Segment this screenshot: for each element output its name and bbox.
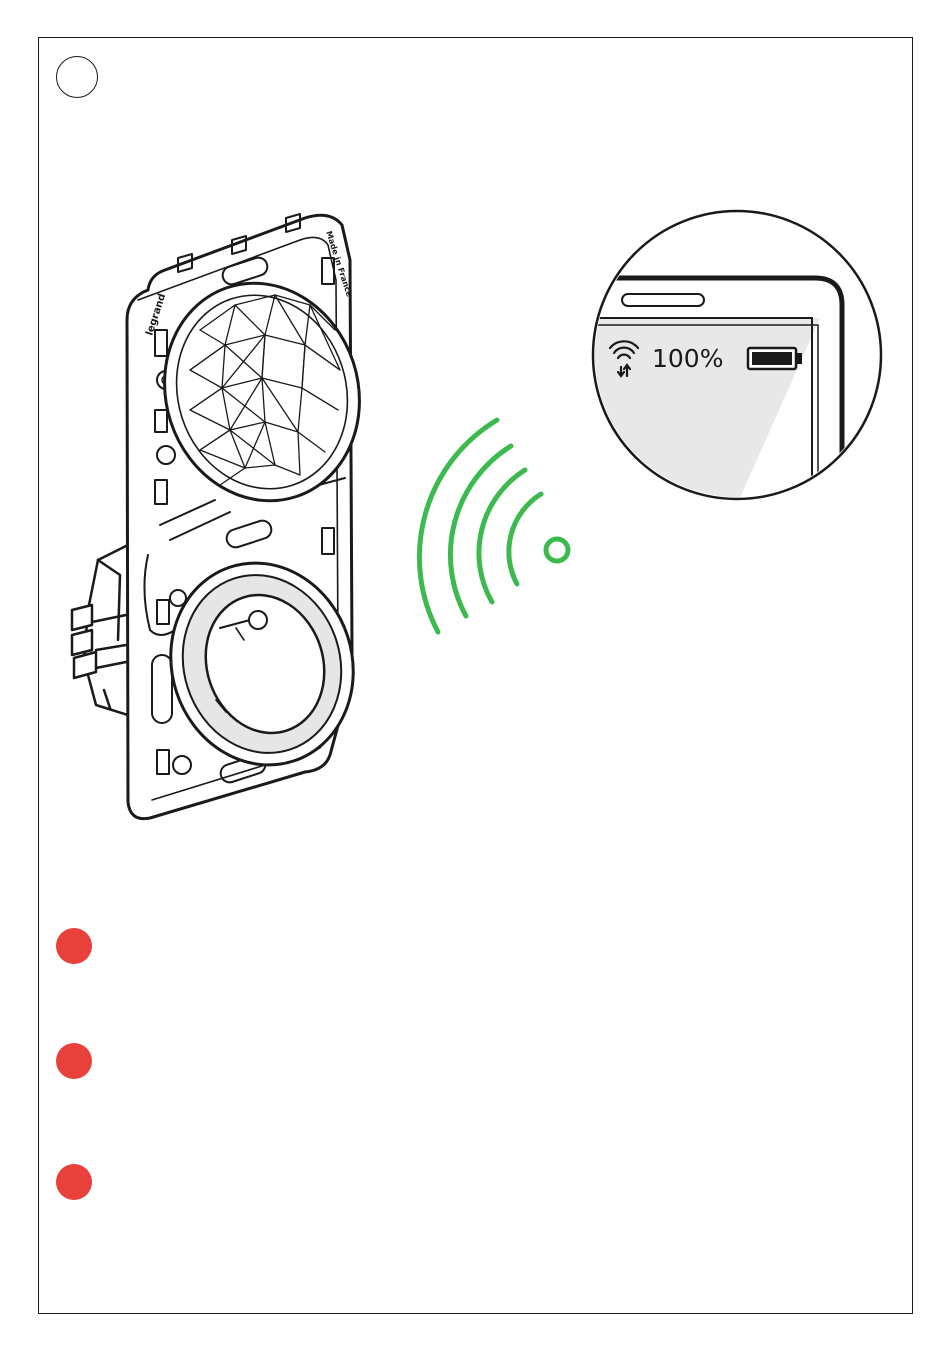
wireless-signal-icon — [419, 420, 568, 632]
step-bullet-1 — [56, 928, 92, 964]
battery-percentage-text: 100% — [652, 344, 723, 373]
terminal-block — [72, 545, 128, 715]
phone-zoom-callout: 100% — [590, 211, 881, 520]
smart-socket-device: legrand Made in France — [72, 214, 387, 819]
step-bullet-3 — [56, 1164, 92, 1200]
phone-speaker-slot — [622, 294, 704, 306]
step-bullet-2 — [56, 1043, 92, 1079]
battery-full-icon — [748, 348, 802, 369]
